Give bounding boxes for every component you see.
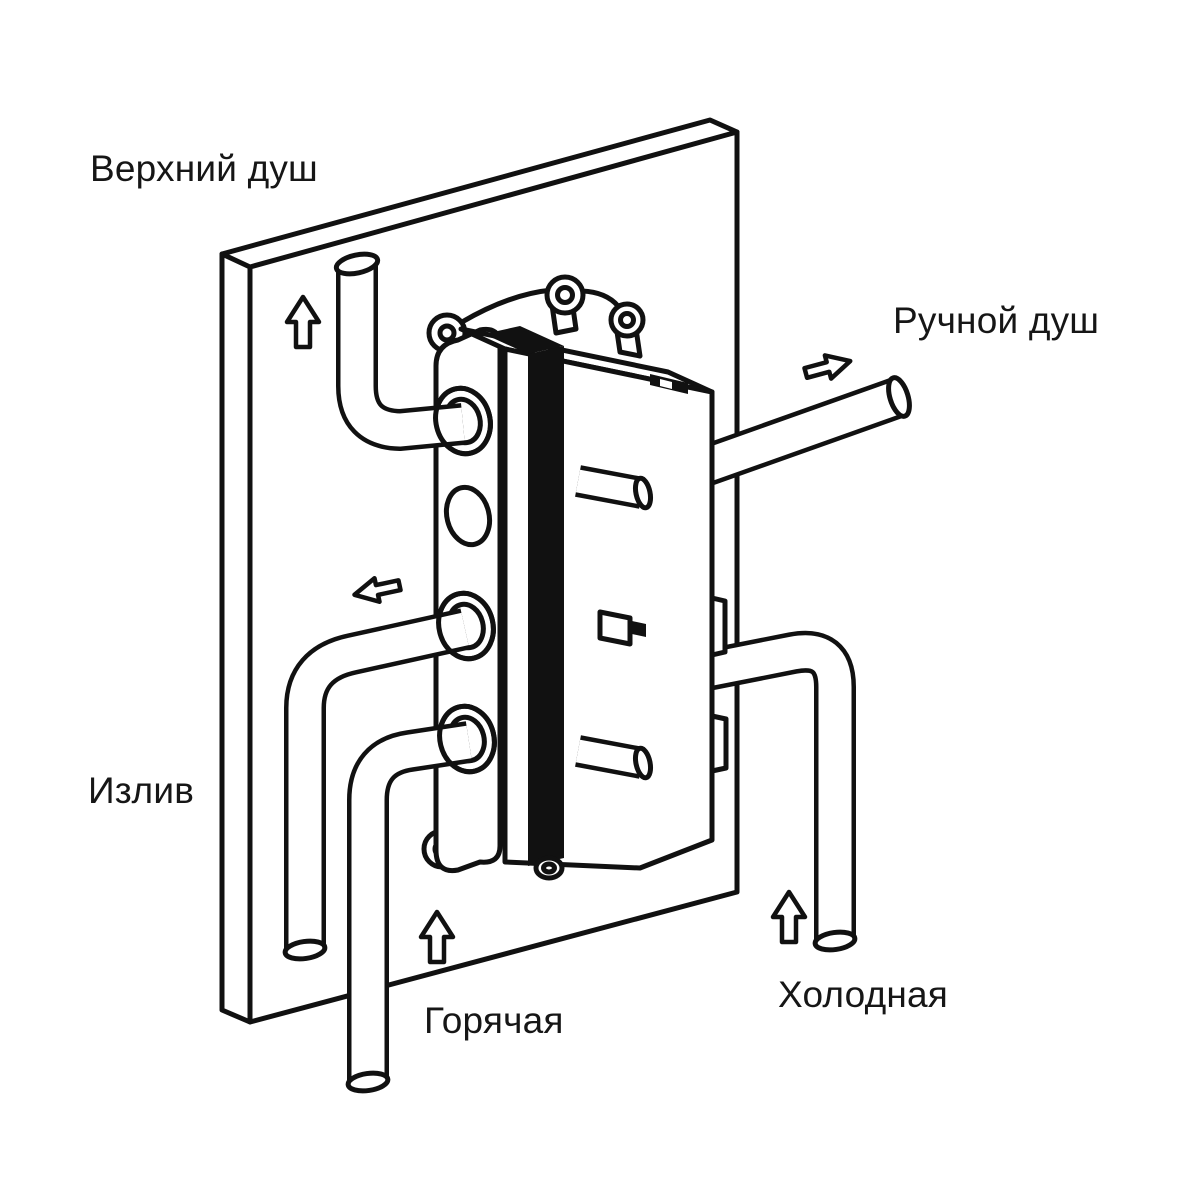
top-flag-notch [660, 379, 672, 389]
pipe-hand-shower-opening [886, 375, 912, 419]
strap-band [528, 346, 564, 866]
label-cold: Холодная [778, 974, 949, 1015]
plate-boss-oval [443, 484, 493, 548]
pipe-cold-opening [812, 929, 858, 953]
flow-arrow-cold-icon [770, 889, 808, 945]
pipe-cold [697, 630, 858, 953]
label-hot: Горячая [424, 1000, 564, 1041]
pipe-spout-fill [288, 612, 469, 950]
label-upper-shower: Верхний душ [90, 148, 318, 189]
flow-arrow-hand-shower-icon [802, 353, 853, 381]
flow-arrows [284, 294, 853, 965]
pipe-cold-fill [698, 635, 852, 941]
side-stub-bottom-fill [575, 739, 645, 775]
pipe-spout-opening [282, 938, 328, 962]
side-stub-bottom-cap [632, 745, 654, 781]
strap-top-band [484, 326, 564, 354]
label-spout: Излив [88, 770, 195, 811]
side-stub-top-fill [575, 469, 645, 505]
flow-arrow-spout-icon [352, 576, 403, 604]
clip-detail [597, 609, 633, 647]
pipe-spout [282, 608, 470, 962]
side-stub-top-cap [632, 475, 654, 511]
valve-body [458, 274, 729, 881]
pipe-upper-shower-opening [333, 251, 381, 277]
port-bottom-flange [437, 703, 497, 775]
flow-arrow-hot-icon [418, 909, 456, 965]
pipe-hot-fill [351, 725, 472, 1082]
bracket-lug-left-hole [555, 285, 575, 305]
pipe-upper-shower-fill [340, 264, 465, 447]
port-middle-flange [436, 590, 496, 662]
port-flanges [433, 385, 497, 775]
bracket-curves [459, 287, 621, 325]
port-top-flange [433, 385, 493, 457]
mounting-ear-top-hole [437, 323, 457, 343]
pipe-hot [345, 721, 473, 1094]
clip-detail-black [632, 621, 646, 637]
wall-panel-edge-lines [219, 129, 740, 1025]
strap-loop-hole [541, 861, 557, 875]
pipe-upper-shower [333, 251, 465, 452]
pipe-hot-opening [345, 1070, 391, 1094]
flow-arrow-upper-shower-icon [284, 294, 322, 350]
label-hand-shower: Ручной душ [893, 300, 1100, 341]
valve-body-side-notch-2 [709, 713, 729, 774]
valve-body-side-notch-1 [709, 595, 728, 658]
bracket-lug-right-hole [618, 311, 636, 329]
